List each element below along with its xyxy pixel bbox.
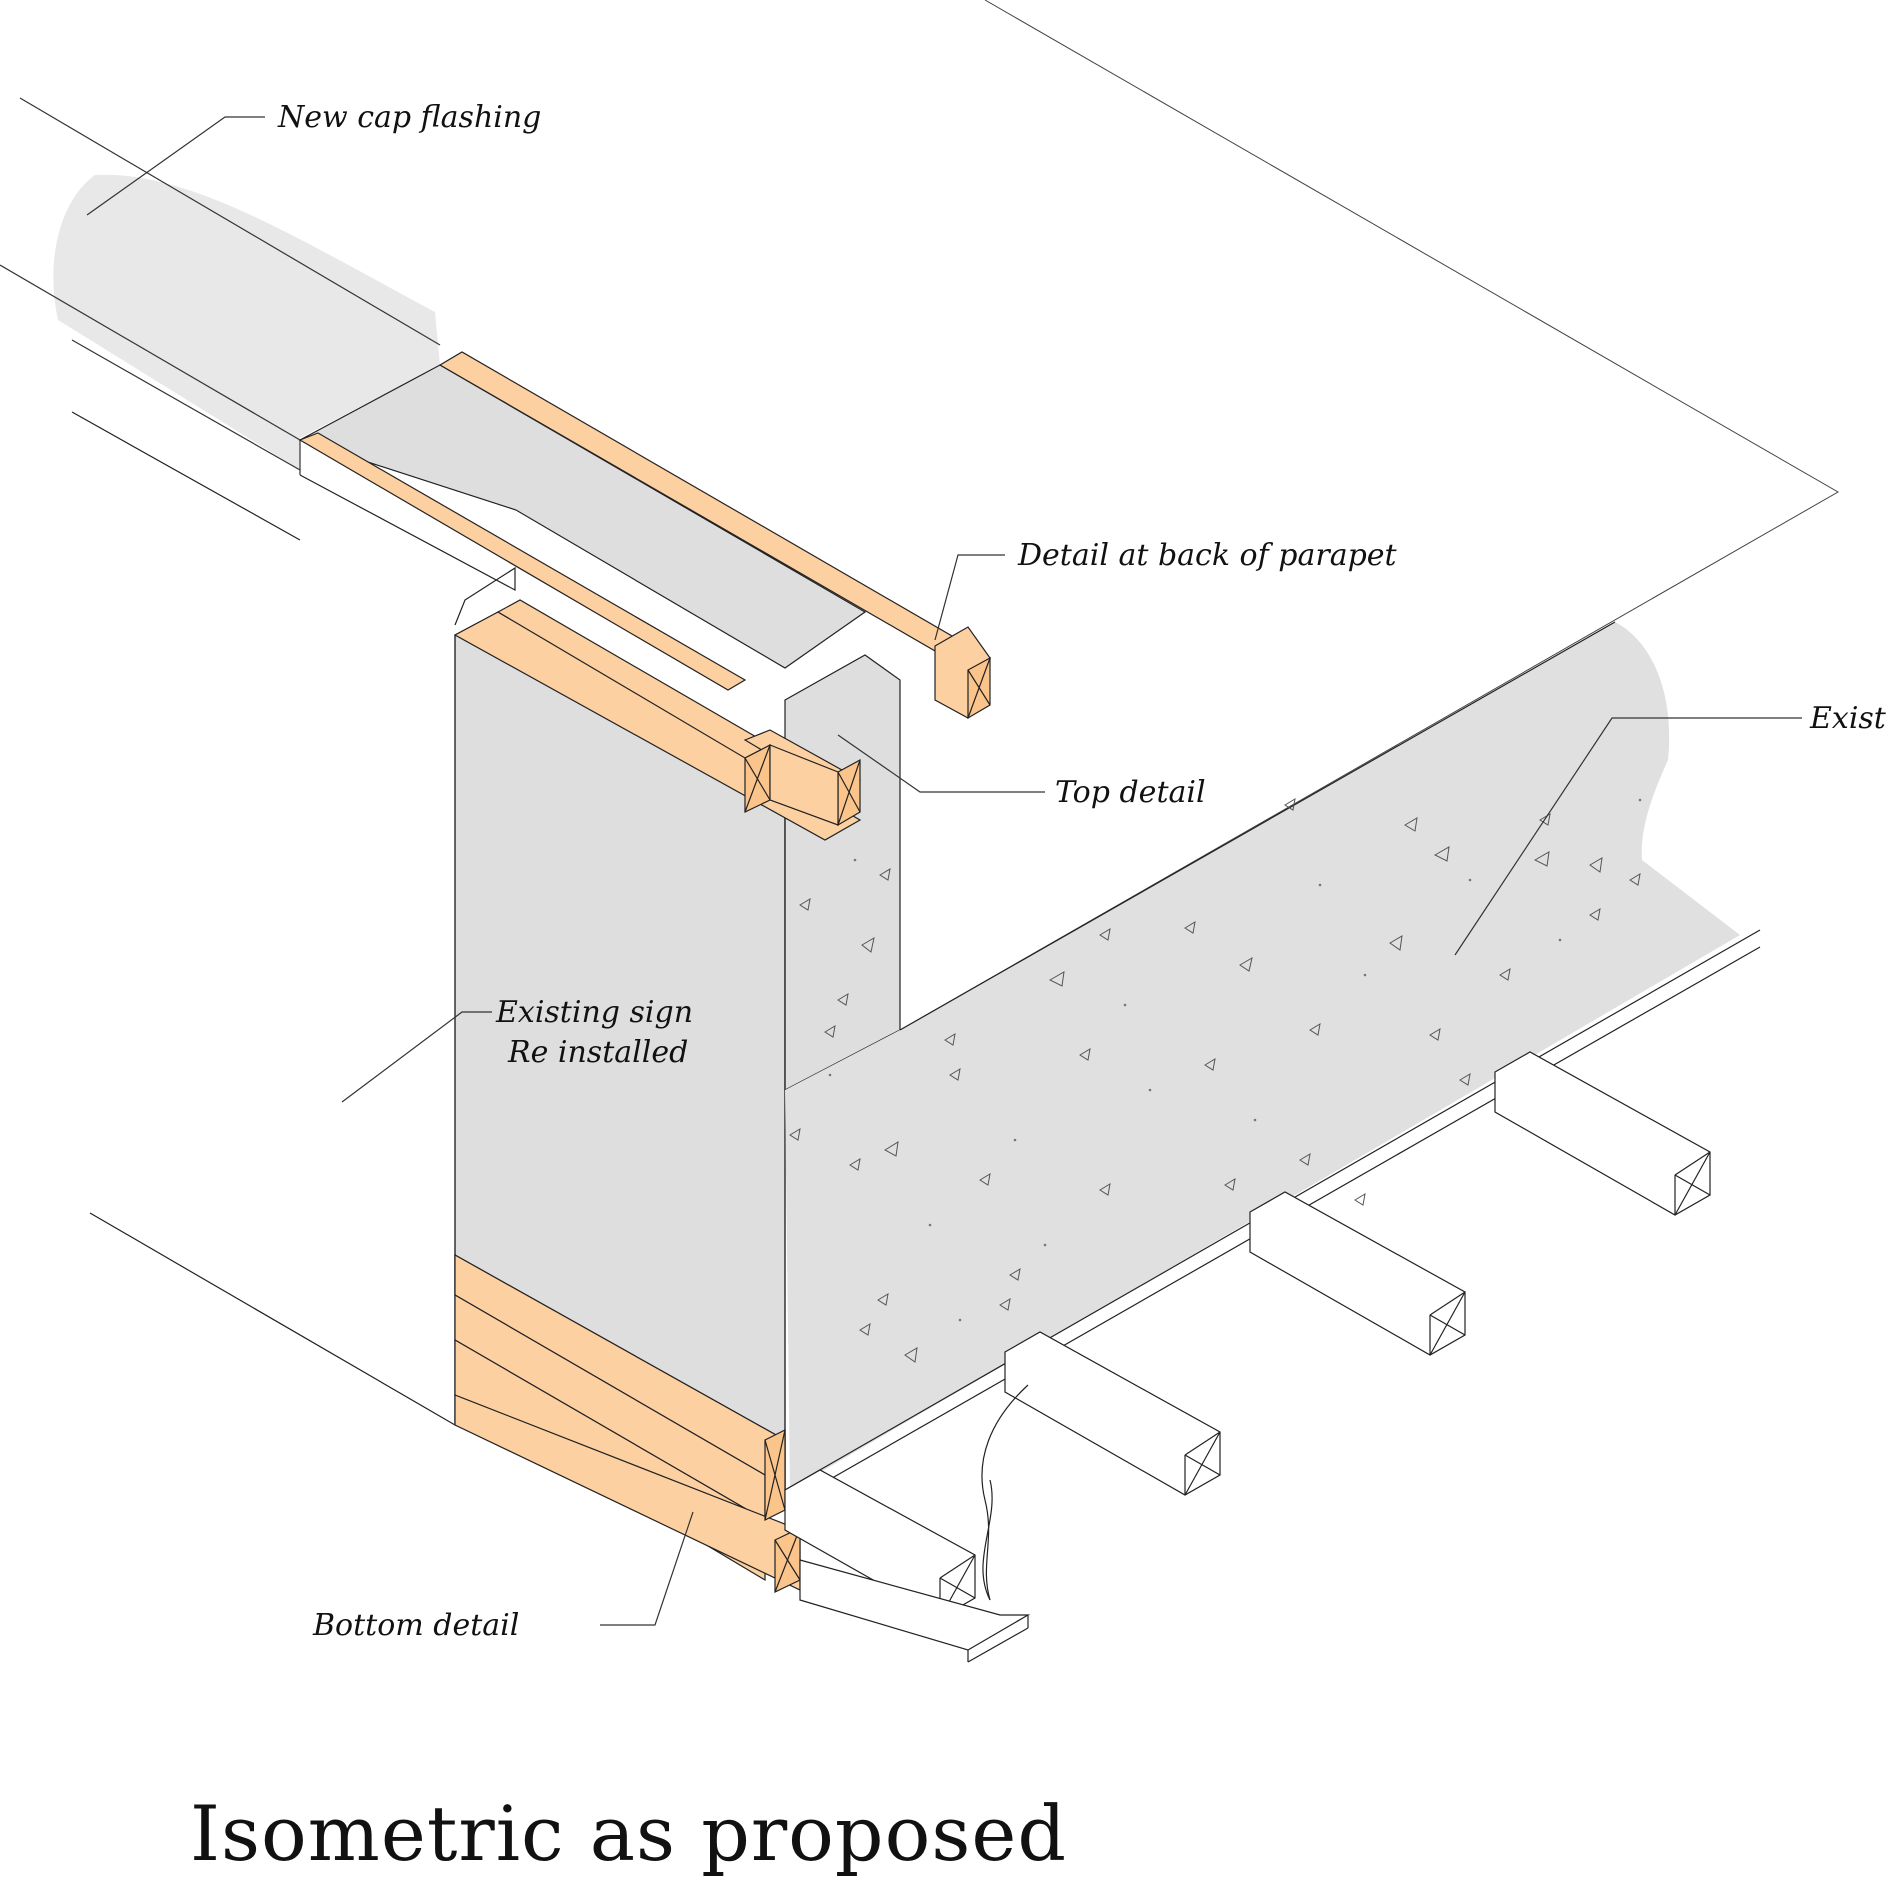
back-parapet-lumber	[438, 351, 992, 720]
drawing-title: Isometric as proposed	[190, 1789, 1067, 1878]
concrete-deck	[784, 621, 1761, 1506]
leader-new-cap-flashing	[86, 116, 265, 216]
leader-lines	[86, 116, 1802, 1626]
top-detail-lumber	[453, 599, 862, 841]
leader-top-detail	[837, 734, 1045, 793]
leader-detail-back-parapet	[934, 554, 1005, 641]
leader-bottom-detail	[600, 1511, 694, 1626]
roof-plane-outline	[899, 0, 1840, 1031]
label-existing-sign-1: Existing sign	[495, 995, 693, 1030]
cap-flashing	[0, 97, 441, 475]
joists	[784, 1051, 1711, 1663]
label-bottom-detail: Bottom detail	[312, 1608, 519, 1643]
label-detail-back-parapet: Detail at back of parapet	[1017, 538, 1398, 573]
concrete-aggregate	[789, 798, 1642, 1363]
label-top-detail: Top detail	[1055, 775, 1206, 810]
parapet-top	[298, 364, 867, 691]
leader-existing-sign	[341, 1011, 492, 1103]
label-existing-right: Existi	[1809, 701, 1886, 736]
left-wall	[71, 411, 516, 1426]
label-new-cap-flashing: New cap flashing	[277, 100, 541, 135]
leader-existing-right	[1454, 717, 1802, 956]
label-existing-sign-2: Re installed	[507, 1035, 688, 1070]
